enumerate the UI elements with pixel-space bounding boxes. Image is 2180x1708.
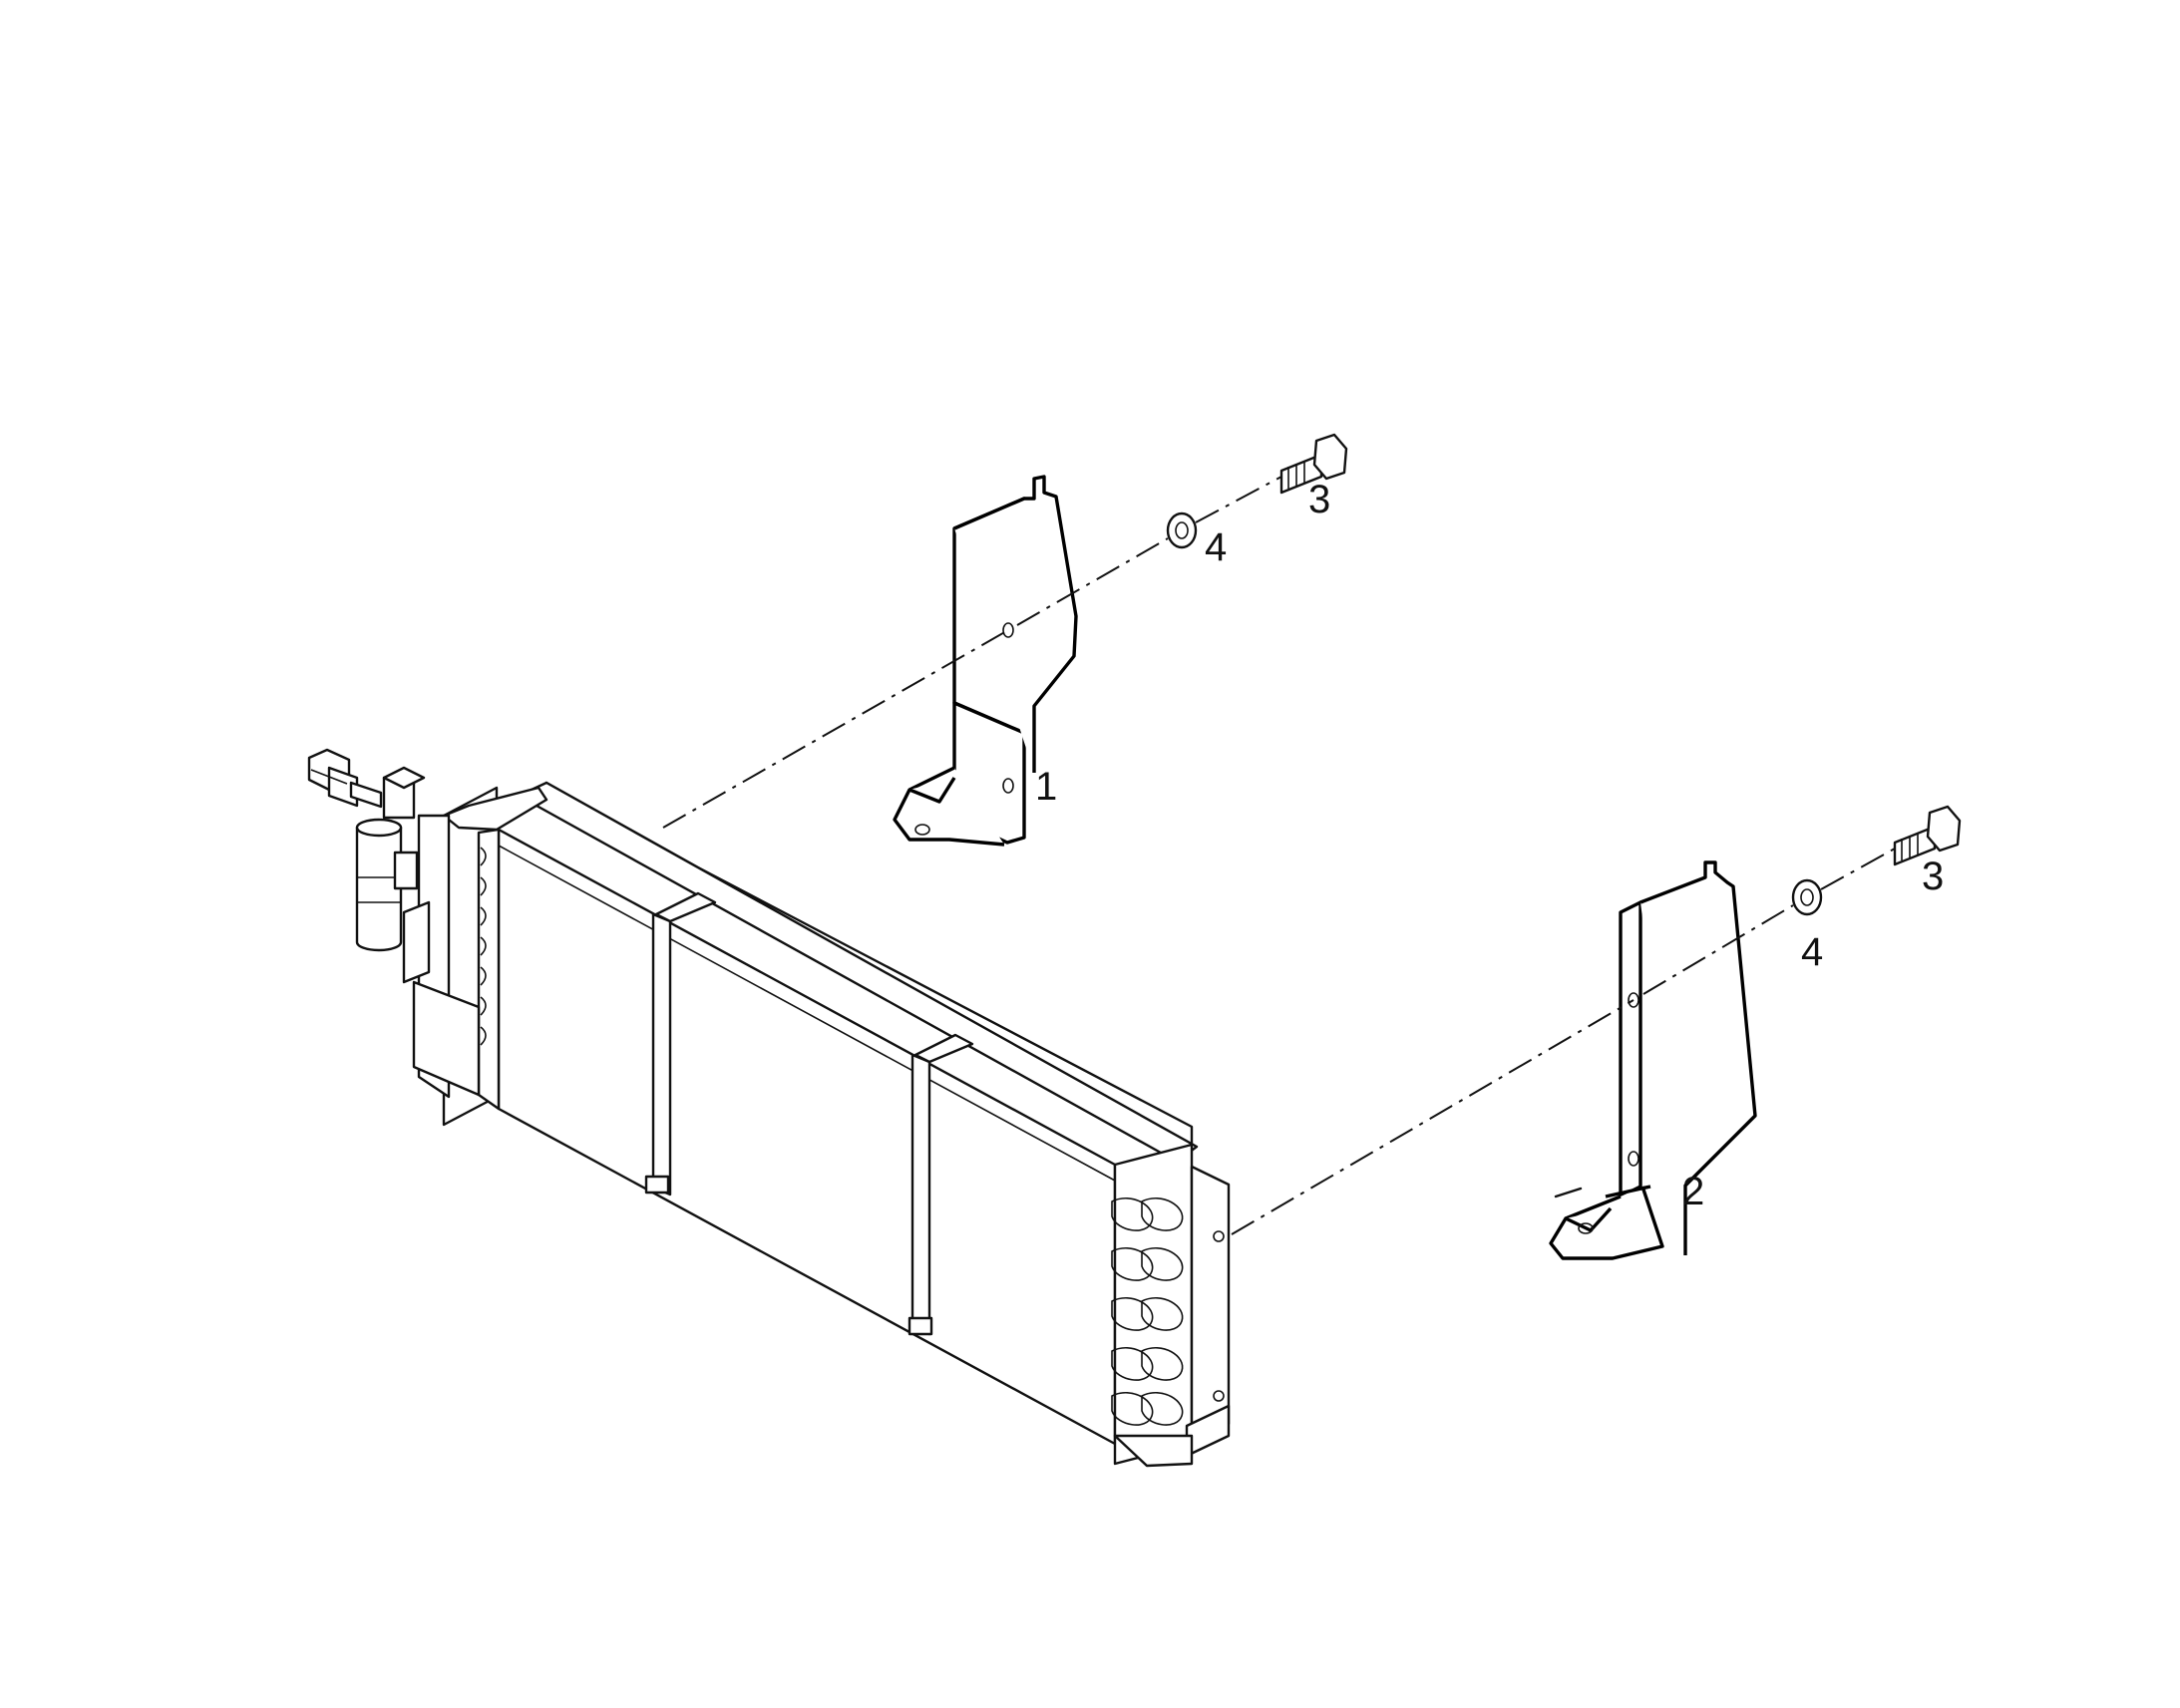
right-coil-ends	[1111, 1196, 1184, 1426]
screw-upper	[1279, 433, 1348, 495]
washer-lower	[1791, 878, 1823, 916]
receiver-drier	[355, 766, 426, 952]
callout-4-upper: 4	[1205, 525, 1227, 569]
washer-upper	[1166, 512, 1198, 549]
callout-2: 2	[1682, 1170, 1704, 1213]
assembly-lines	[662, 476, 1896, 1235]
condenser-unit	[402, 781, 1231, 1468]
bracket-2	[1549, 860, 1757, 1260]
bracket-1	[893, 475, 1078, 847]
pressure-switch	[307, 748, 383, 809]
callout-1: 1	[1035, 765, 1057, 809]
callout-3-lower: 3	[1922, 854, 1944, 898]
callout-4-lower: 4	[1801, 930, 1823, 974]
left-tube-ends	[480, 847, 487, 1046]
callout-3-upper: 3	[1308, 478, 1330, 521]
screw-lower	[1893, 805, 1962, 866]
